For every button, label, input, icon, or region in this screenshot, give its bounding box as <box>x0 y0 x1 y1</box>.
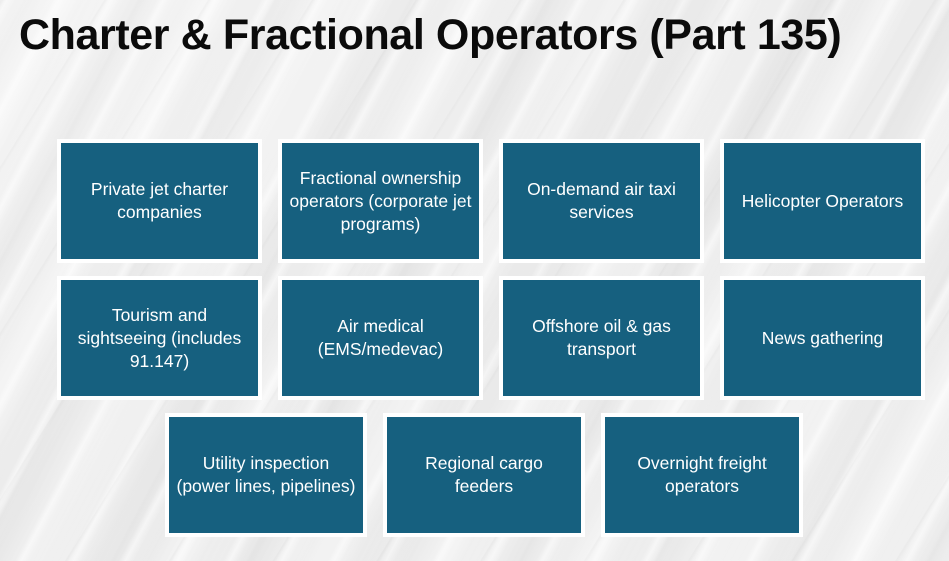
node-regional-cargo-feeders[interactable]: Regional cargo feeders <box>383 413 585 537</box>
node-label: On-demand air taxi services <box>527 179 676 222</box>
node-label: News gathering <box>761 327 884 348</box>
node-label: Private jet charter companies <box>90 179 229 222</box>
page-title: Charter & Fractional Operators (Part 135… <box>19 11 842 59</box>
node-inner: Tourism and sightseeing (includes 91.147… <box>61 280 258 396</box>
node-inner: Helicopter Operators <box>724 143 921 259</box>
node-inner: On-demand air taxi services <box>503 143 700 259</box>
node-row-3: Utility inspection (power lines, pipelin… <box>165 413 803 537</box>
node-air-medical[interactable]: Air medical (EMS/medevac) <box>278 276 483 400</box>
node-row-2: Tourism and sightseeing (includes 91.147… <box>57 276 925 400</box>
node-label: Utility inspection (power lines, pipelin… <box>176 453 356 496</box>
node-label: Helicopter Operators <box>741 190 904 211</box>
node-label: Fractional ownership operators (corporat… <box>289 167 472 234</box>
node-helicopter-operators[interactable]: Helicopter Operators <box>720 139 925 263</box>
node-inner: Air medical (EMS/medevac) <box>282 280 479 396</box>
node-inner: Offshore oil & gas transport <box>503 280 700 396</box>
node-overnight-freight-operators[interactable]: Overnight freight operators <box>601 413 803 537</box>
node-news-gathering[interactable]: News gathering <box>720 276 925 400</box>
node-on-demand-air-taxi-services[interactable]: On-demand air taxi services <box>499 139 704 263</box>
node-inner: Fractional ownership operators (corporat… <box>282 143 479 259</box>
node-inner: News gathering <box>724 280 921 396</box>
node-label: Overnight freight operators <box>637 453 767 496</box>
node-inner: Regional cargo feeders <box>387 417 581 533</box>
node-label: Regional cargo feeders <box>425 453 543 496</box>
node-label: Offshore oil & gas transport <box>532 316 671 359</box>
node-tourism-and-sightseeing[interactable]: Tourism and sightseeing (includes 91.147… <box>57 276 262 400</box>
node-utility-inspection[interactable]: Utility inspection (power lines, pipelin… <box>165 413 367 537</box>
node-inner: Private jet charter companies <box>61 143 258 259</box>
node-offshore-oil-and-gas-transport[interactable]: Offshore oil & gas transport <box>499 276 704 400</box>
node-fractional-ownership-operators[interactable]: Fractional ownership operators (corporat… <box>278 139 483 263</box>
node-inner: Overnight freight operators <box>605 417 799 533</box>
node-inner: Utility inspection (power lines, pipelin… <box>169 417 363 533</box>
node-row-1: Private jet charter companies Fractional… <box>57 139 925 263</box>
node-label: Air medical (EMS/medevac) <box>317 316 444 359</box>
node-label: Tourism and sightseeing (includes 91.147… <box>77 304 242 371</box>
node-private-jet-charter-companies[interactable]: Private jet charter companies <box>57 139 262 263</box>
